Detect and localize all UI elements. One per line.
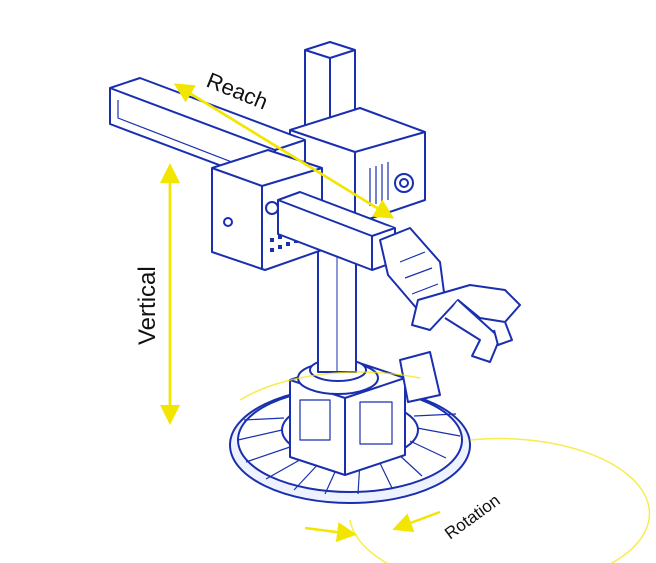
motion-arrows bbox=[160, 83, 651, 563]
rotation-label: Rotation bbox=[441, 491, 503, 544]
rotation-arrow bbox=[239, 371, 651, 563]
wrist-gripper bbox=[379, 227, 521, 363]
base-turntable bbox=[229, 351, 471, 504]
vertical-label: Vertical bbox=[134, 266, 161, 345]
rear-carriage bbox=[289, 107, 426, 223]
extension-arm bbox=[265, 191, 396, 271]
